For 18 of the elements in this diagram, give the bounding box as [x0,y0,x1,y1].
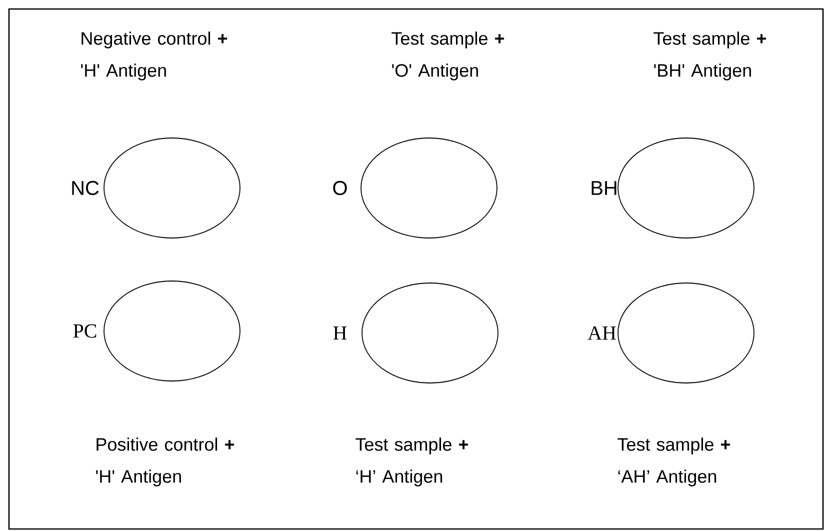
caption-text: Test sample + ‘AH’ Antigen [618,438,730,486]
well-circle [362,282,498,384]
well-label: AH [588,326,616,340]
well-circle [360,138,498,238]
well-circle [104,138,240,238]
well-label: BH [592,181,616,195]
well-circle [618,138,754,238]
caption-text: Negative control + 'H' Antigen [81,32,228,80]
caption-text: Test sample + ‘H’ Antigen [356,438,468,486]
caption-text: Test sample + 'BH' Antigen [654,32,766,80]
well-label: O [333,180,347,196]
caption-text: Positive control + 'H' Antigen [96,438,234,486]
well-circle [618,282,754,384]
well-circle [104,280,240,382]
well-label: NC [72,180,99,196]
well-label: H [333,326,347,340]
well-label: PC [73,324,96,338]
caption-text: Test sample + 'O' Antigen [392,32,504,80]
